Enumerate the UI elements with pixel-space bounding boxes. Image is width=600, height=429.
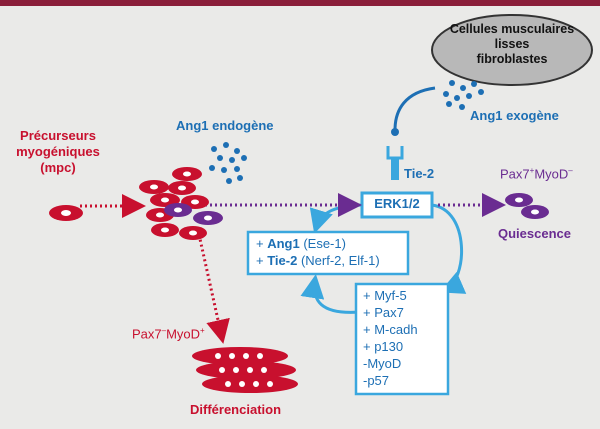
precursors-line-2: myogéniques — [16, 144, 100, 159]
cloud-label-line-2: lisses — [494, 37, 530, 51]
erk-label: ERK1/2 — [374, 196, 420, 211]
pax-diff-label: Pax7–MyoD+ — [132, 326, 205, 341]
pax-quiescence-pax: Pax7 — [500, 166, 530, 182]
quiescence-label: Quiescence — [498, 226, 571, 241]
top-border — [0, 0, 600, 6]
box-upper-prefix-1: + — [256, 236, 268, 251]
box-upper-prefix-2: + — [256, 253, 268, 268]
box-upper-detail-1: (Ese-1) — [299, 236, 346, 251]
precursors-line-1: Précurseurs — [20, 128, 96, 143]
box-upper-frame — [246, 230, 410, 276]
tie2-receptor-shape — [386, 146, 404, 180]
ang1-exogenous-label: Ang1 exogène — [470, 108, 559, 123]
tie2-label: Tie-2 — [404, 166, 435, 181]
pax-diff-pax: Pax7 — [132, 326, 162, 342]
box-lower-item: -p57 — [363, 373, 390, 388]
box-upper-line-2: + Tie-2 (Nerf-2, Elf-1) — [256, 252, 380, 269]
box-lower-item: + M-cadh — [363, 322, 418, 337]
quiescent-cells — [505, 193, 549, 219]
ang1-exogenous-arrow — [393, 86, 436, 131]
box-upper-text: + Ang1 (Ese-1) + Tie-2 (Nerf-2, Elf-1) — [256, 235, 380, 269]
box-lower-item: + p130 — [363, 339, 404, 354]
arrow-to-differentiation — [196, 229, 230, 344]
pax-diff-myod: MyoD — [166, 326, 201, 342]
pax-quiescence-label: Pax7+MyoD– — [500, 166, 573, 181]
cloud-label-line-3: fibroblastes — [476, 52, 548, 66]
cloud-ellipse — [431, 14, 593, 86]
box-upper-gene-1: Ang1 — [267, 236, 300, 251]
box-upper-detail-2: (Nerf-2, Elf-1) — [297, 253, 380, 268]
box-lower-frame — [354, 282, 450, 396]
pax-diff-myod-sup: + — [200, 326, 205, 335]
ang1-endogenous-label: Ang1 endogène — [176, 118, 274, 133]
pax-diff-pax-sup: – — [161, 326, 167, 335]
cloud-label: Cellules musculaires lisses fibroblastes — [432, 22, 592, 67]
precursors-label: Précurseurs myogéniques (mpc) — [6, 128, 110, 176]
box-lower-text: + Myf-5 + Pax7 + M-cadh + p130 -MyoD -p5… — [363, 287, 418, 389]
ang1-endogenous-dots — [209, 142, 247, 184]
box-lower-item: -MyoD — [363, 356, 402, 371]
erk-box — [360, 191, 434, 219]
ang1-exogenous-dots — [443, 80, 484, 110]
pax-quiescence-pax-sup: + — [529, 166, 535, 175]
box-upper-line-1: + Ang1 (Ese-1) — [256, 235, 380, 252]
precursor-cell — [49, 205, 83, 221]
cloud-label-line-1: Cellules musculaires — [449, 22, 575, 36]
box-upper-gene-2: Tie-2 — [267, 253, 298, 268]
cell-cluster — [139, 167, 223, 240]
myotubes — [192, 347, 298, 393]
pax-quiescence-myod-sup: – — [568, 166, 573, 175]
differentiation-label: Différenciation — [190, 402, 282, 417]
loop-from-lower-box — [300, 274, 361, 314]
box-lower-item: + Pax7 — [363, 305, 404, 320]
ang1-ligand-dot — [391, 128, 399, 136]
box-lower-item: + Myf-5 — [363, 288, 407, 303]
precursors-line-3: (mpc) — [40, 160, 76, 175]
loop-to-upper-box — [309, 203, 363, 234]
loop-erk-to-lower-box — [431, 203, 467, 294]
pax-quiescence-myod: MyoD — [534, 166, 569, 182]
